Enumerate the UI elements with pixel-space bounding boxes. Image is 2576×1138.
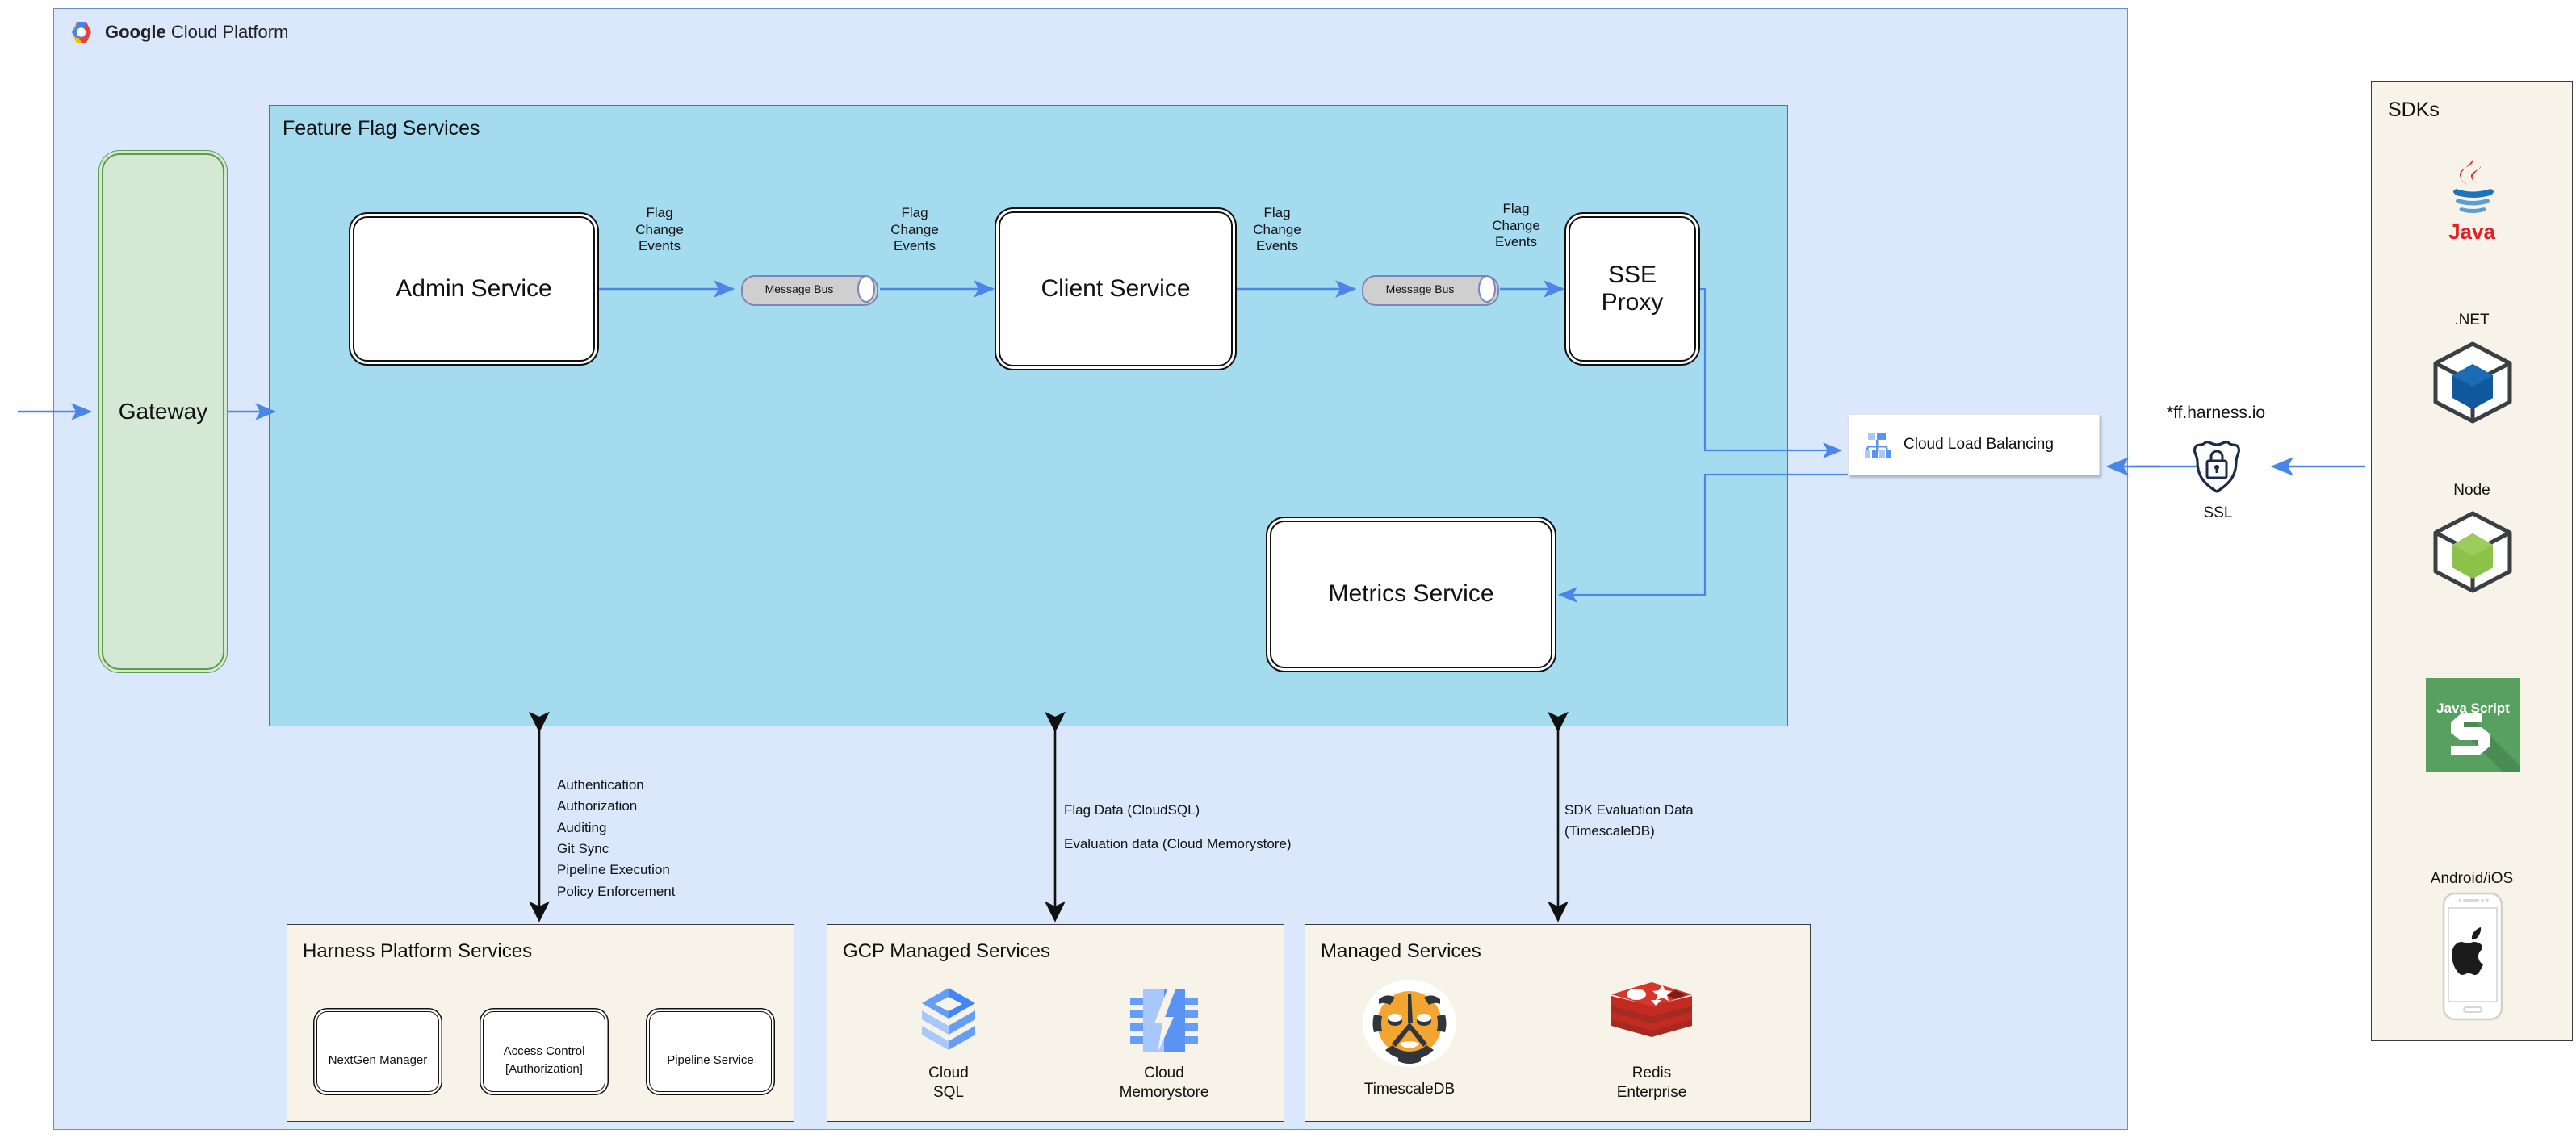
cloud-load-balancing-icon <box>1865 433 1891 458</box>
dotnet-caption: .NET <box>2454 312 2490 328</box>
gateway-label: Gateway <box>118 399 208 424</box>
java-caption: Java <box>2448 220 2495 244</box>
client-service-node[interactable]: Client Service <box>999 211 1233 366</box>
message-bus-cap <box>857 275 875 303</box>
message-bus-1-label: Message Bus <box>764 282 834 295</box>
timescaledb-caption: TimescaleDB <box>1363 1081 1456 1098</box>
admin-service-node[interactable]: Admin Service <box>353 216 595 362</box>
android-ios-caption: Android/iOS <box>2430 870 2514 887</box>
redis-stack-icon[interactable] <box>1609 979 1694 1053</box>
gcp-header: Google Cloud Platform <box>68 18 391 47</box>
gcp-managed-services-title: GCP Managed Services <box>843 940 1051 962</box>
ssl-caption: SSL <box>2203 504 2233 521</box>
harness-platform-services-title: Harness Platform Services <box>303 940 533 962</box>
javascript-tile-icon[interactable]: Java Script <box>2426 678 2520 772</box>
message-bus-cap <box>1478 275 1496 303</box>
metrics-service-node[interactable]: Metrics Service <box>1270 521 1552 668</box>
gcp-link-annotation-line1: Flag Data (CloudSQL) <box>1064 802 1200 818</box>
access-control-node[interactable]: Access Control[Authorization] <box>483 1011 605 1092</box>
gateway-node[interactable]: Gateway <box>102 153 224 670</box>
timescaledb-tiger-icon[interactable] <box>1361 979 1458 1068</box>
node-cube-icon[interactable] <box>2431 510 2515 594</box>
managed-link-annotation: SDK Evaluation Data(TimescaleDB) <box>1564 802 1694 839</box>
message-bus-1[interactable]: Message Bus <box>741 275 878 306</box>
node-caption: Node <box>2453 482 2490 499</box>
gcp-title-bold: Google <box>105 22 166 42</box>
ingress-domain-label: *ff.harness.io <box>2166 404 2266 422</box>
managed-services-title: Managed Services <box>1321 940 1481 962</box>
dotnet-cube-icon[interactable] <box>2431 341 2515 425</box>
javascript-tile-text: Java Script <box>2436 701 2510 716</box>
pipeline-service-node[interactable]: Pipeline Service <box>649 1011 772 1092</box>
admin-service-label: Admin Service <box>396 274 552 302</box>
gcp-managed-services-panel <box>827 924 1284 1122</box>
feature-flag-services-title: Feature Flag Services <box>283 117 480 140</box>
metrics-service-label: Metrics Service <box>1328 580 1494 608</box>
gcp-link-annotation-line2: Evaluation data (Cloud Memorystore) <box>1064 836 1292 851</box>
message-bus-2-label: Message Bus <box>1385 282 1455 295</box>
message-bus-body <box>741 275 878 306</box>
nextgen-manager-node[interactable]: NextGen Manager <box>316 1011 439 1092</box>
feature-flag-services-panel <box>269 105 1788 726</box>
google-cloud-logo-icon <box>72 22 91 43</box>
message-bus-2[interactable]: Message Bus <box>1362 275 1499 306</box>
ssl-shield-lock-icon <box>2193 441 2241 493</box>
cloud-memorystore-icon[interactable] <box>1129 986 1200 1057</box>
cloud-load-balancing-label: Cloud Load Balancing <box>1904 436 2054 453</box>
gcp-title: Google Cloud Platform <box>105 22 288 43</box>
message-bus-body <box>1362 275 1499 306</box>
sdks-title: SDKs <box>2388 98 2440 121</box>
gcp-title-rest: Cloud Platform <box>165 22 289 42</box>
java-logo-icon[interactable] <box>2439 158 2507 223</box>
cloud-sql-icon[interactable] <box>920 986 977 1057</box>
phone-apple-icon[interactable] <box>2442 892 2503 1021</box>
client-service-label: Client Service <box>1041 274 1191 302</box>
cloud-load-balancing-card[interactable]: Cloud Load Balancing <box>1848 414 2100 475</box>
